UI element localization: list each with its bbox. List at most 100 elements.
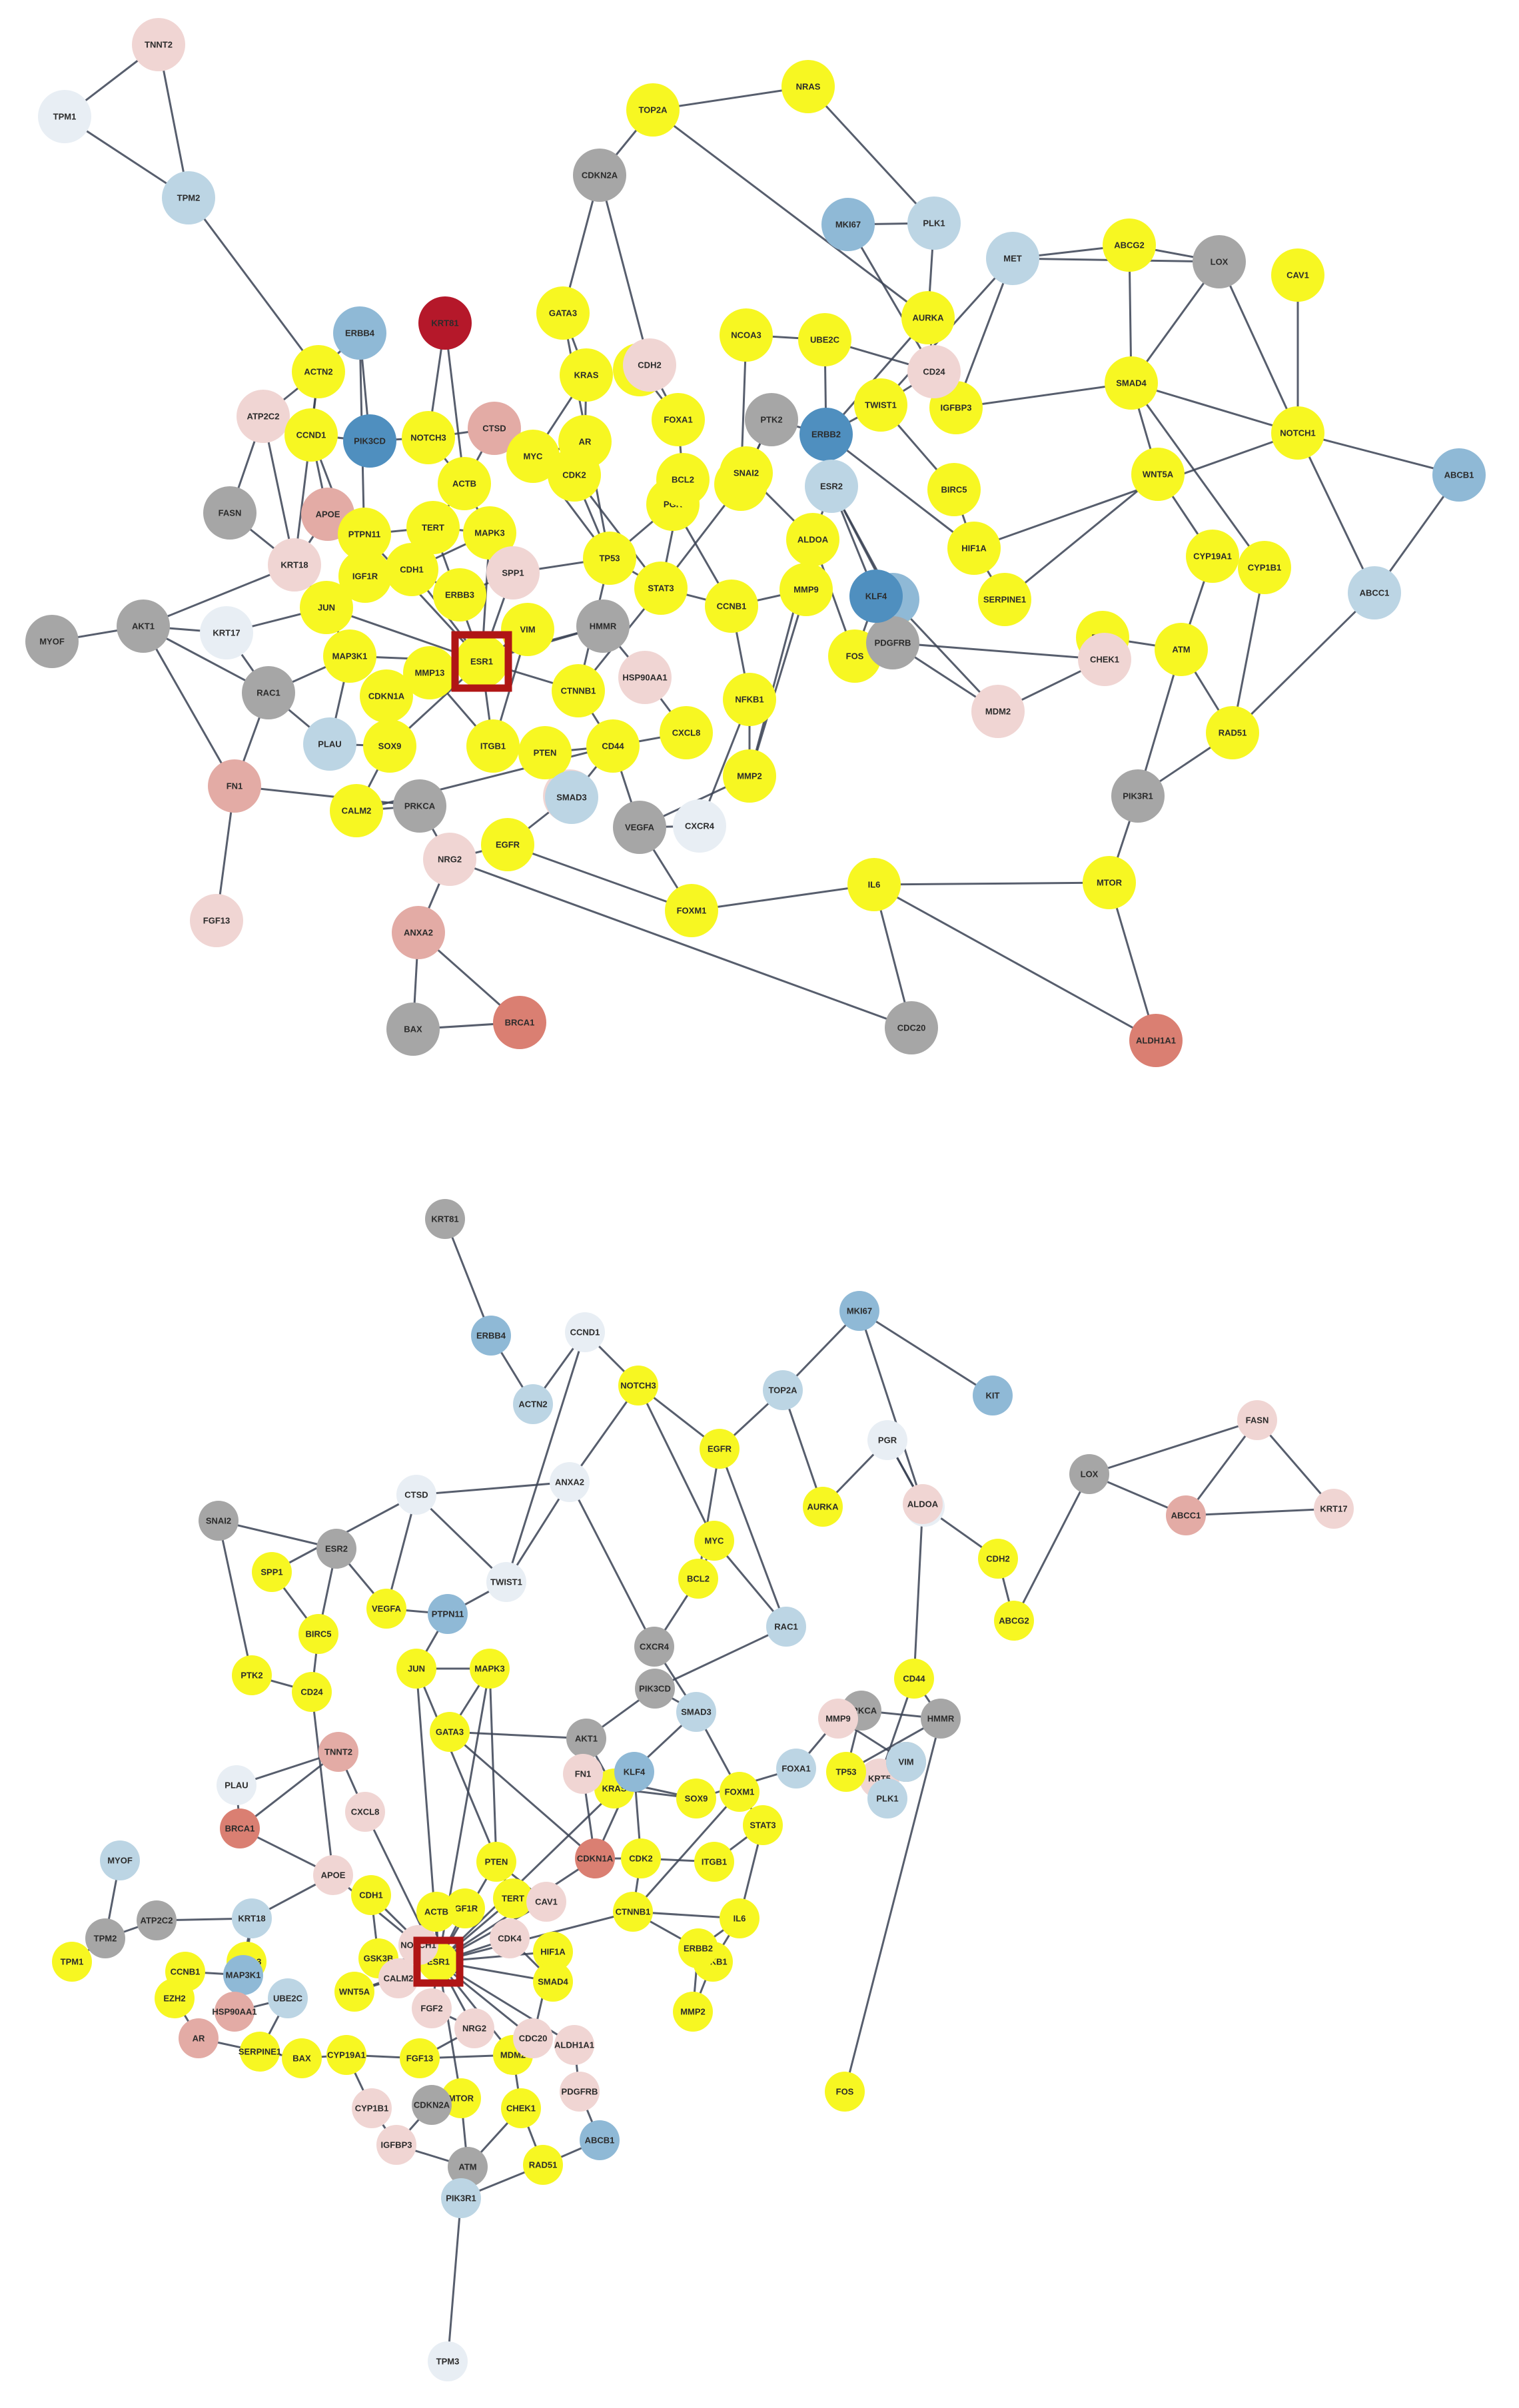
node-tpm1[interactable]: TPM1 [38,90,91,143]
node-cxcr4[interactable]: CXCR4 [634,1627,674,1667]
node-mmp2[interactable]: MMP2 [723,749,776,803]
node-mapk3[interactable]: MAPK3 [463,506,516,560]
node-smad4[interactable]: SMAD4 [1105,356,1158,410]
node-actb[interactable]: ACTB [438,457,491,510]
node-fasn[interactable]: FASN [1237,1400,1277,1440]
node-cyp1b1[interactable]: CYP1B1 [1238,541,1291,594]
node-ptk2[interactable]: PTK2 [232,1655,272,1695]
node-igfbp3[interactable]: IGFBP3 [376,2125,416,2165]
node-spp1[interactable]: SPP1 [252,1552,292,1592]
node-abcc1[interactable]: ABCC1 [1348,566,1401,619]
node-cd24[interactable]: CD24 [292,1672,332,1712]
node-tnnt2[interactable]: TNNT2 [318,1732,358,1772]
node-gata3[interactable]: GATA3 [430,1712,470,1752]
node-bcl2[interactable]: BCL2 [678,1559,718,1599]
node-kit[interactable]: KIT [973,1376,1013,1415]
node-aurka[interactable]: AURKA [901,291,955,344]
node-tert[interactable]: TERT [406,501,460,554]
node-myc[interactable]: MYC [694,1521,734,1561]
node-notch3[interactable]: NOTCH3 [618,1366,658,1405]
node-map3k1[interactable]: MAP3K1 [223,1955,263,1995]
node-erbb2[interactable]: ERBB2 [799,408,853,461]
node-vim[interactable]: VIM [886,1742,926,1782]
node-bax[interactable]: BAX [386,1003,440,1056]
node-pgr[interactable]: PGR [867,1420,907,1460]
node-aldoa[interactable]: ALDOA [903,1484,943,1524]
node-tert[interactable]: TERT [493,1878,533,1918]
node-esr1[interactable]: ESR1 [455,635,508,688]
node-snai2[interactable]: SNAI2 [720,446,773,500]
node-ar[interactable]: AR [558,415,612,468]
node-pten[interactable]: PTEN [476,1842,516,1882]
node-vim[interactable]: VIM [501,603,554,656]
node-pik3cd[interactable]: PIK3CD [635,1669,675,1709]
node-lox[interactable]: LOX [1193,235,1246,288]
node-tp53[interactable]: TP53 [583,532,636,585]
node-hmmr[interactable]: HMMR [921,1699,961,1739]
node-ctsd[interactable]: CTSD [396,1475,436,1515]
node-nrg2[interactable]: NRG2 [454,2008,494,2048]
node-chek1[interactable]: CHEK1 [1078,633,1131,686]
node-birc5[interactable]: BIRC5 [298,1614,338,1654]
node-vegfa[interactable]: VEGFA [366,1589,406,1629]
node-serpine1[interactable]: SERPINE1 [239,2032,281,2072]
node-krt18[interactable]: KRT18 [232,1898,272,1938]
node-ctsd[interactable]: CTSD [468,402,521,455]
node-cyp1b1[interactable]: CYP1B1 [352,2088,392,2128]
node-abcg2[interactable]: ABCG2 [1103,218,1156,272]
node-pdgfrb[interactable]: PDGFRB [560,2072,600,2112]
node-ptpn11[interactable]: PTPN11 [428,1594,468,1634]
node-sox9[interactable]: SOX9 [676,1779,716,1818]
node-klf4[interactable]: KLF4 [849,570,903,623]
node-atm[interactable]: ATM [1155,623,1208,676]
node-cdh1[interactable]: CDH1 [385,543,438,596]
node-top2a[interactable]: TOP2A [626,83,680,137]
node-abcg2[interactable]: ABCG2 [994,1601,1034,1641]
node-cxcl8[interactable]: CXCL8 [660,706,713,759]
node-mki67[interactable]: MKI67 [821,198,875,251]
node-rac1[interactable]: RAC1 [242,666,295,719]
node-aldoa[interactable]: ALDOA [786,513,839,566]
node-stat3[interactable]: STAT3 [634,562,688,615]
node-tnnt2[interactable]: TNNT2 [132,18,185,71]
node-fgf13[interactable]: FGF13 [190,894,243,947]
node-mapk3[interactable]: MAPK3 [470,1649,510,1689]
node-plau[interactable]: PLAU [217,1765,256,1805]
node-anxa2[interactable]: ANXA2 [392,906,445,959]
node-stat3[interactable]: STAT3 [743,1805,783,1845]
node-akt1[interactable]: AKT1 [566,1719,606,1759]
node-myof[interactable]: MYOF [25,615,79,668]
node-foxm1[interactable]: FOXM1 [720,1772,760,1812]
node-apoe[interactable]: APOE [313,1855,353,1895]
node-rac1[interactable]: RAC1 [766,1607,806,1647]
node-pik3r1[interactable]: PIK3R1 [1111,769,1165,823]
node-pik3cd[interactable]: PIK3CD [343,414,396,468]
node-anxa2[interactable]: ANXA2 [550,1462,590,1502]
node-mdm2[interactable]: MDM2 [971,685,1025,738]
node-cyp19a1[interactable]: CYP19A1 [1186,530,1239,583]
node-tpm2[interactable]: TPM2 [162,171,215,224]
node-plk1[interactable]: PLK1 [867,1779,907,1818]
node-erbb4[interactable]: ERBB4 [333,306,386,360]
node-calm2[interactable]: CALM2 [330,784,383,837]
node-met[interactable]: MET [986,232,1039,285]
node-il6[interactable]: IL6 [847,858,901,911]
node-pten[interactable]: PTEN [518,726,572,779]
node-plk1[interactable]: PLK1 [907,197,961,250]
node-ccnb1[interactable]: CCNB1 [705,580,758,633]
node-krt17[interactable]: KRT17 [200,606,253,659]
node-tpm3[interactable]: TPM3 [428,2341,468,2381]
node-mmp9[interactable]: MMP9 [818,1699,858,1739]
node-krt81[interactable]: KRT81 [425,1199,465,1239]
node-jun[interactable]: JUN [300,581,353,634]
node-cxcr4[interactable]: CXCR4 [673,799,726,853]
node-myc[interactable]: MYC [506,430,560,483]
node-mtor[interactable]: MTOR [1083,856,1136,909]
node-bcl2[interactable]: BCL2 [656,453,710,506]
node-brca1[interactable]: BRCA1 [493,996,546,1049]
node-erbb2[interactable]: ERBB2 [678,1928,718,1968]
node-ccnd1[interactable]: CCND1 [284,408,338,462]
node-cdkn2a[interactable]: CDKN2A [412,2085,452,2125]
node-chek1[interactable]: CHEK1 [501,2088,541,2128]
node-brca1[interactable]: BRCA1 [220,1808,260,1848]
